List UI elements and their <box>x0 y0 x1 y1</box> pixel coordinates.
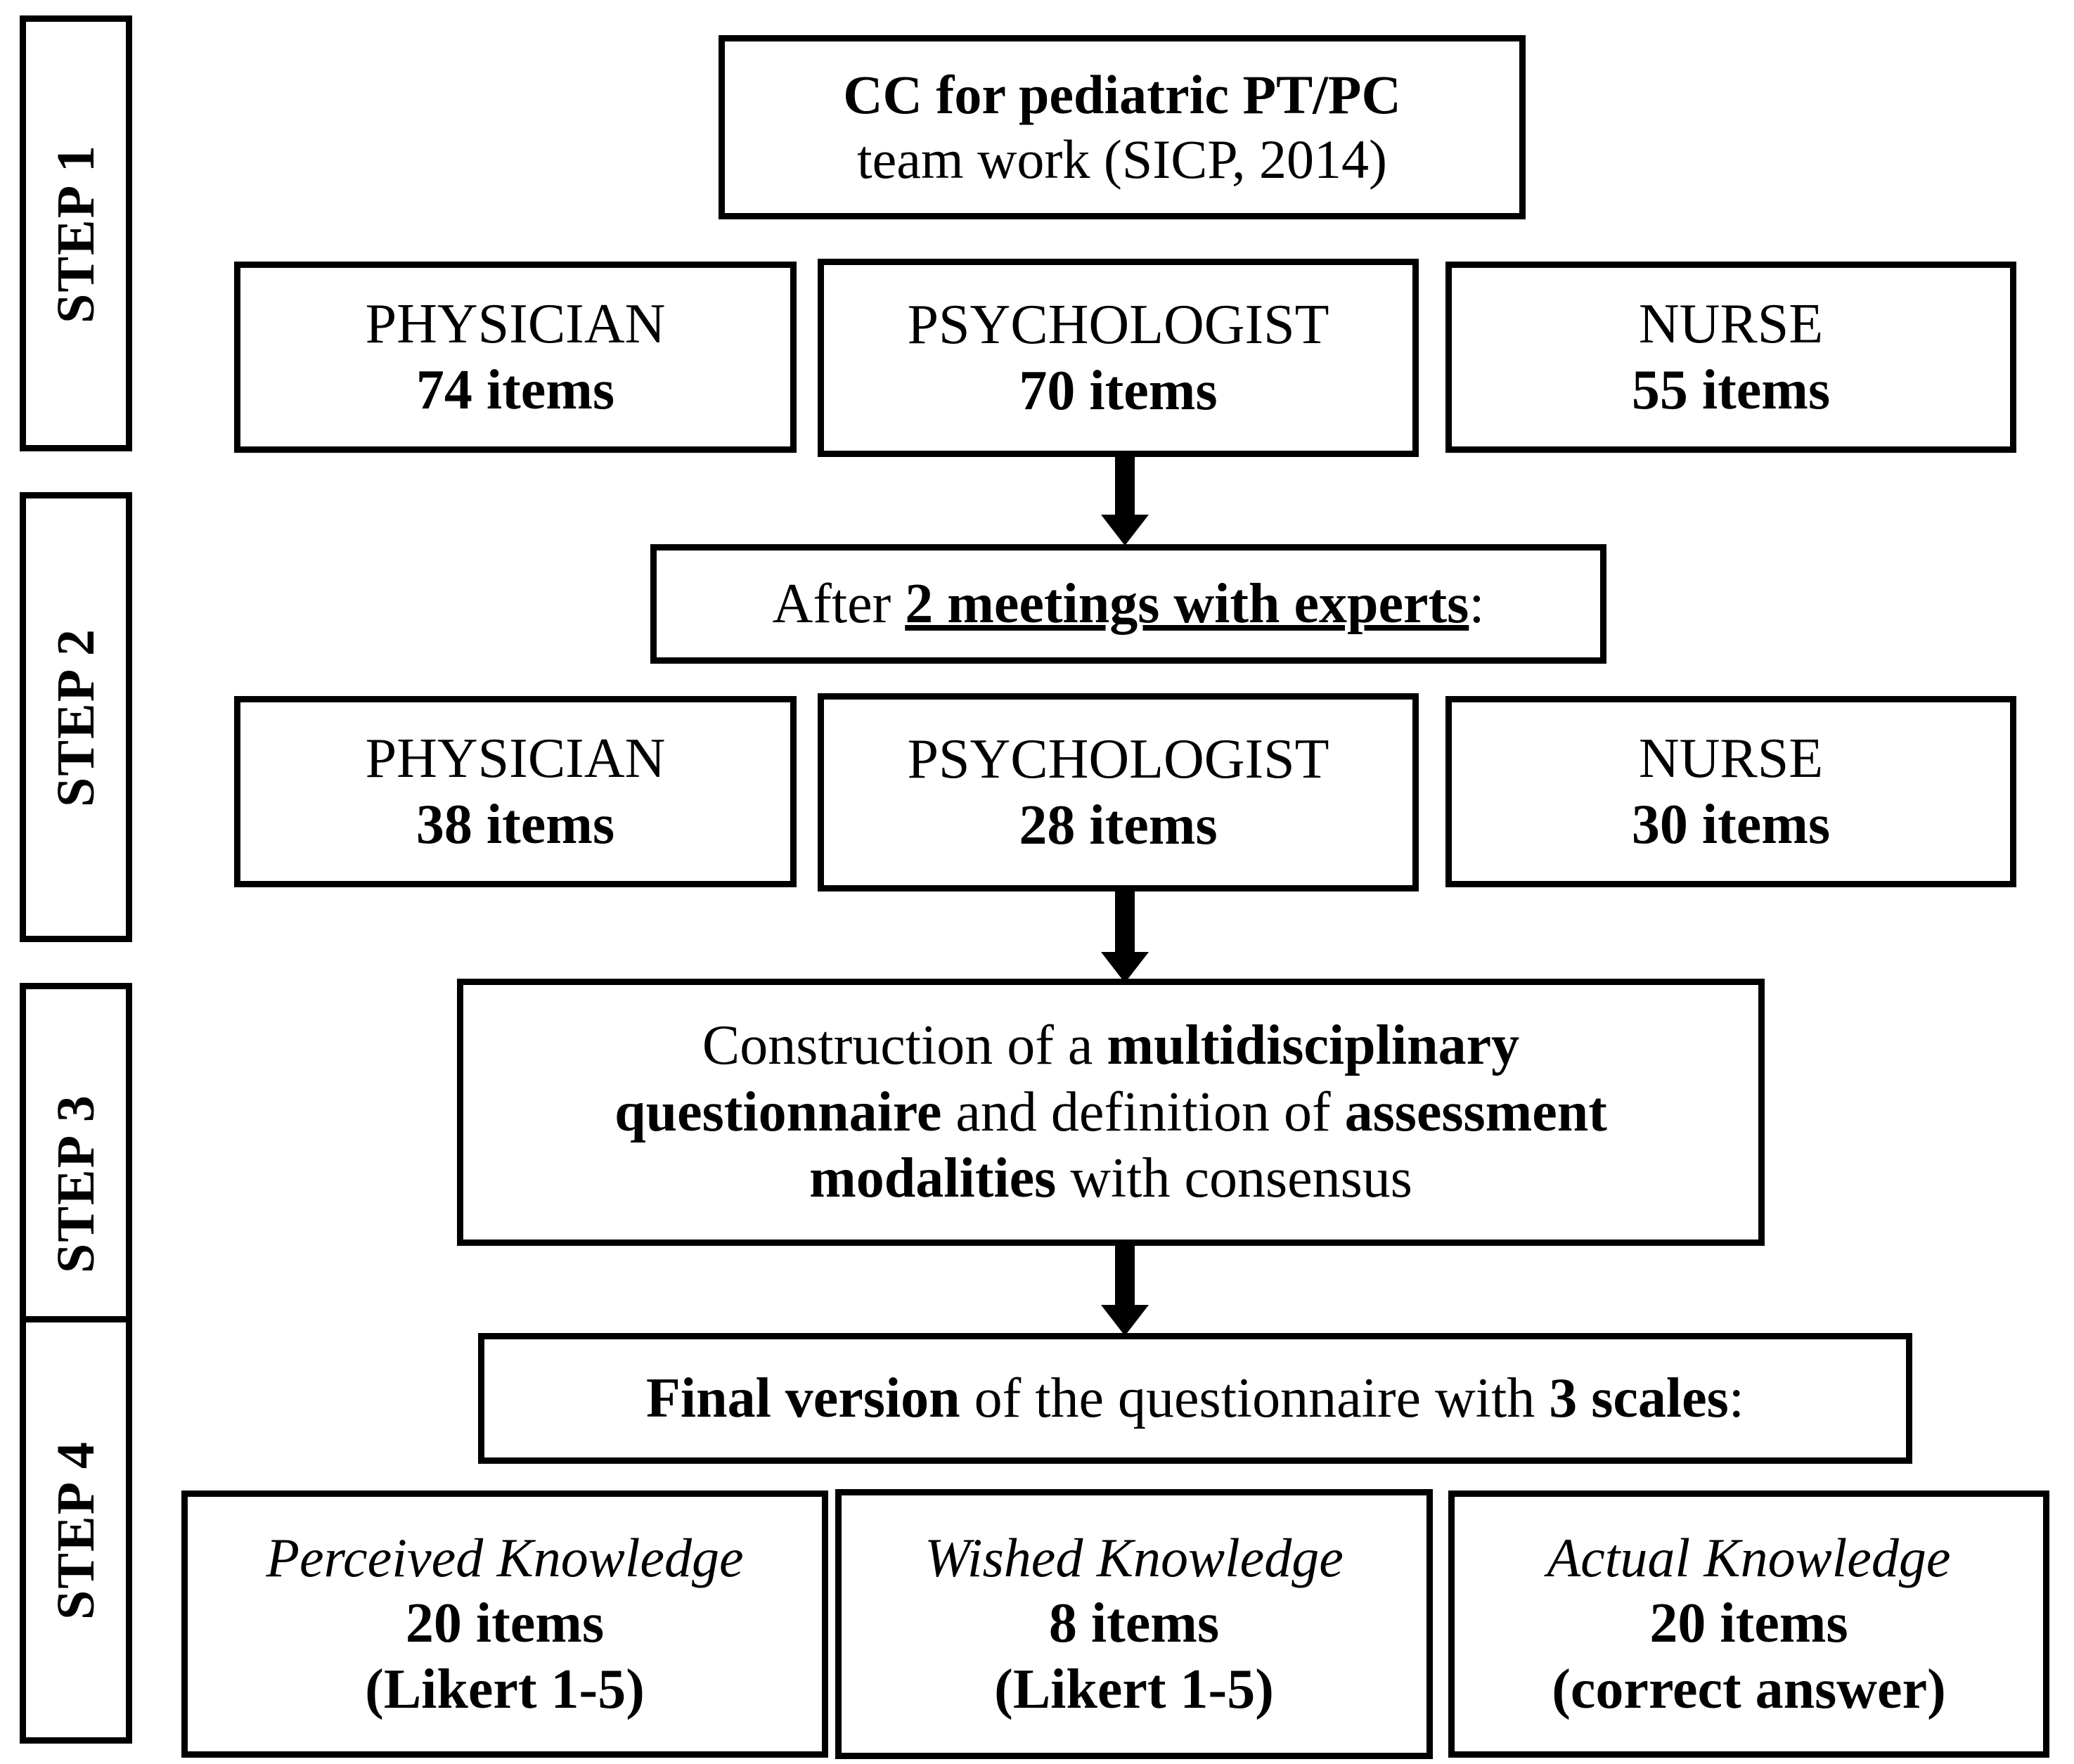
construction-l1-bold: multidisciplinary <box>1107 1015 1520 1077</box>
construction-l2-plain: and definition of <box>941 1081 1345 1143</box>
source-box: CC for pediatric PT/PC team work (SICP, … <box>719 35 1526 219</box>
step2-role-box-nurse: NURSE 30 items <box>1445 696 2016 887</box>
meetings-suffix: : <box>1469 572 1485 635</box>
scale-perceived-count: 20 items <box>405 1592 605 1654</box>
step-label-1-text: STEP 1 <box>46 143 105 323</box>
step-label-4: STEP 4 <box>20 1316 132 1744</box>
step1-physician-count: 74 items <box>416 359 615 421</box>
step2-nurse-count: 30 items <box>1631 794 1831 856</box>
step-label-1: STEP 1 <box>20 15 132 451</box>
construction-box: Construction of a multidisciplinary ques… <box>457 979 1765 1246</box>
step2-role-box-physician: PHYSICIAN 38 items <box>234 696 797 887</box>
step1-physician-role: PHYSICIAN <box>365 292 666 355</box>
meetings-box: After 2 meetings with experts: <box>650 544 1606 664</box>
arrow-step1-to-step2 <box>1083 456 1167 546</box>
source-box-line1: CC for pediatric PT/PC <box>843 63 1401 125</box>
step1-role-box-physician: PHYSICIAN 74 items <box>234 262 797 453</box>
final-version-bold-b: 3 scales <box>1549 1367 1729 1429</box>
scale-perceived-name: Perceived Knowledge <box>266 1526 744 1588</box>
meetings-prefix: After <box>772 572 906 635</box>
final-version-plain-b: : <box>1728 1367 1744 1429</box>
construction-line-2: questionnaire and definition of assessme… <box>614 1079 1607 1145</box>
meetings-emphasis: 2 meetings with experts <box>905 572 1469 635</box>
step2-nurse-role: NURSE <box>1638 727 1824 790</box>
step1-role-box-nurse: NURSE 55 items <box>1445 262 2016 453</box>
construction-l2-bold-a: questionnaire <box>614 1081 942 1143</box>
scale-wished-name: Wished Knowledge <box>925 1526 1344 1588</box>
source-box-line2: team work (SICP, 2014) <box>857 129 1387 190</box>
step1-nurse-count: 55 items <box>1631 359 1831 421</box>
construction-line-3: modalities with consensus <box>809 1145 1412 1211</box>
construction-l2-bold-b: assessment <box>1344 1081 1607 1143</box>
final-version-text: Final version of the questionnaire with … <box>628 1365 1763 1431</box>
step1-role-box-psychologist: PSYCHOLOGIST 70 items <box>818 259 1419 457</box>
step2-role-box-psychologist: PSYCHOLOGIST 28 items <box>818 693 1419 891</box>
scale-wished-type: (Likert 1-5) <box>994 1659 1274 1721</box>
meetings-box-text: After 2 meetings with experts: <box>754 571 1502 637</box>
step2-psychologist-role: PSYCHOLOGIST <box>907 728 1329 790</box>
step-label-3-text: STEP 3 <box>46 1093 105 1273</box>
scale-box-wished-knowledge: Wished Knowledge 8 items (Likert 1-5) <box>835 1489 1433 1759</box>
construction-l3-bold: modalities <box>809 1147 1057 1210</box>
step2-physician-count: 38 items <box>416 794 615 856</box>
scale-box-perceived-knowledge: Perceived Knowledge 20 items (Likert 1-5… <box>181 1491 828 1758</box>
scale-actual-type: (correct answer) <box>1552 1659 1946 1721</box>
step-label-2: STEP 2 <box>20 492 132 942</box>
step2-physician-role: PHYSICIAN <box>365 727 666 790</box>
step-label-4-text: STEP 4 <box>46 1440 105 1620</box>
scale-actual-count: 20 items <box>1649 1592 1848 1654</box>
final-version-plain-a: of the questionnaire with <box>960 1367 1550 1429</box>
construction-line-1: Construction of a multidisciplinary <box>702 1012 1519 1079</box>
construction-l3-plain: with consensus <box>1056 1147 1412 1210</box>
scale-perceived-type: (Likert 1-5) <box>365 1659 645 1721</box>
construction-l1-plain: Construction of a <box>702 1015 1107 1077</box>
step1-nurse-role: NURSE <box>1638 292 1824 355</box>
scale-wished-count: 8 items <box>1048 1592 1220 1654</box>
final-version-box: Final version of the questionnaire with … <box>478 1333 1912 1464</box>
step1-psychologist-count: 70 items <box>1019 360 1218 422</box>
arrow-step2-to-step3 <box>1083 890 1167 983</box>
arrow-step3-to-step4 <box>1083 1246 1167 1336</box>
scale-box-actual-knowledge: Actual Knowledge 20 items (correct answe… <box>1448 1491 2049 1758</box>
step1-psychologist-role: PSYCHOLOGIST <box>907 293 1329 356</box>
final-version-bold-a: Final version <box>645 1367 960 1429</box>
step-label-2-text: STEP 2 <box>46 627 105 807</box>
scale-actual-name: Actual Knowledge <box>1547 1526 1951 1588</box>
step2-psychologist-count: 28 items <box>1019 794 1218 856</box>
